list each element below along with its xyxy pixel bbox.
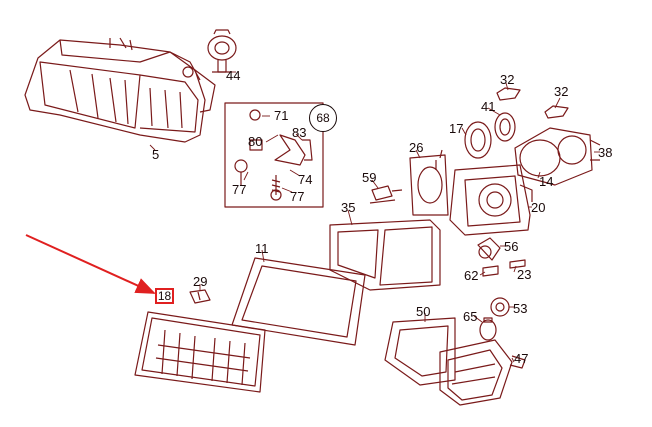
part-label-38: 38	[598, 145, 613, 160]
pointer-arrow	[25, 234, 156, 294]
part-label-23: 23	[517, 267, 532, 282]
gasket-seal-part	[231, 257, 366, 346]
leader-lines	[149, 71, 600, 363]
part-label-17: 17	[449, 121, 464, 136]
part-label-5: 5	[152, 147, 160, 162]
part-label-74: 74	[298, 172, 313, 187]
part-label-26: 26	[409, 140, 424, 155]
part-label-35: 35	[341, 200, 356, 215]
adjuster-knob-part	[207, 29, 237, 73]
reflector-part	[449, 164, 533, 236]
part-label-77-left: 77	[232, 182, 247, 197]
part-label-47: 47	[514, 351, 529, 366]
part-label-53: 53	[513, 301, 528, 316]
part-label-44: 44	[226, 68, 241, 83]
ring-gaskets-part	[464, 87, 601, 186]
front-lens-part	[134, 311, 266, 393]
part-label-20: 20	[531, 200, 546, 215]
small-parts-box	[224, 102, 324, 208]
part-label-41: 41	[481, 99, 496, 114]
part-label-11: 11	[255, 241, 269, 256]
part-label-32-right: 32	[554, 84, 569, 99]
bulb-holder-part	[409, 149, 449, 216]
part-label-71: 71	[274, 108, 289, 123]
part-label-32-left: 32	[500, 72, 515, 87]
corner-lamp-part	[439, 339, 526, 406]
part-label-14: 14	[539, 174, 554, 189]
part-label-59: 59	[362, 170, 377, 185]
reference-circle-68: 68	[309, 104, 337, 132]
part-label-83: 83	[292, 125, 307, 140]
part-label-80: 80	[248, 134, 263, 149]
part-label-77-right: 77	[290, 189, 305, 204]
part-label-50: 50	[416, 304, 431, 319]
headlamp-assembly-part	[24, 37, 216, 143]
clip-part	[189, 289, 211, 304]
part-label-65: 65	[463, 309, 478, 324]
part-label-29: 29	[193, 274, 208, 289]
highlighted-part-label-18[interactable]: 18	[155, 288, 174, 304]
corner-frame-part	[384, 317, 456, 386]
small-bulb-part	[369, 185, 403, 204]
socket-part	[479, 297, 510, 341]
part-label-56: 56	[504, 239, 519, 254]
part-label-62: 62	[464, 268, 479, 283]
